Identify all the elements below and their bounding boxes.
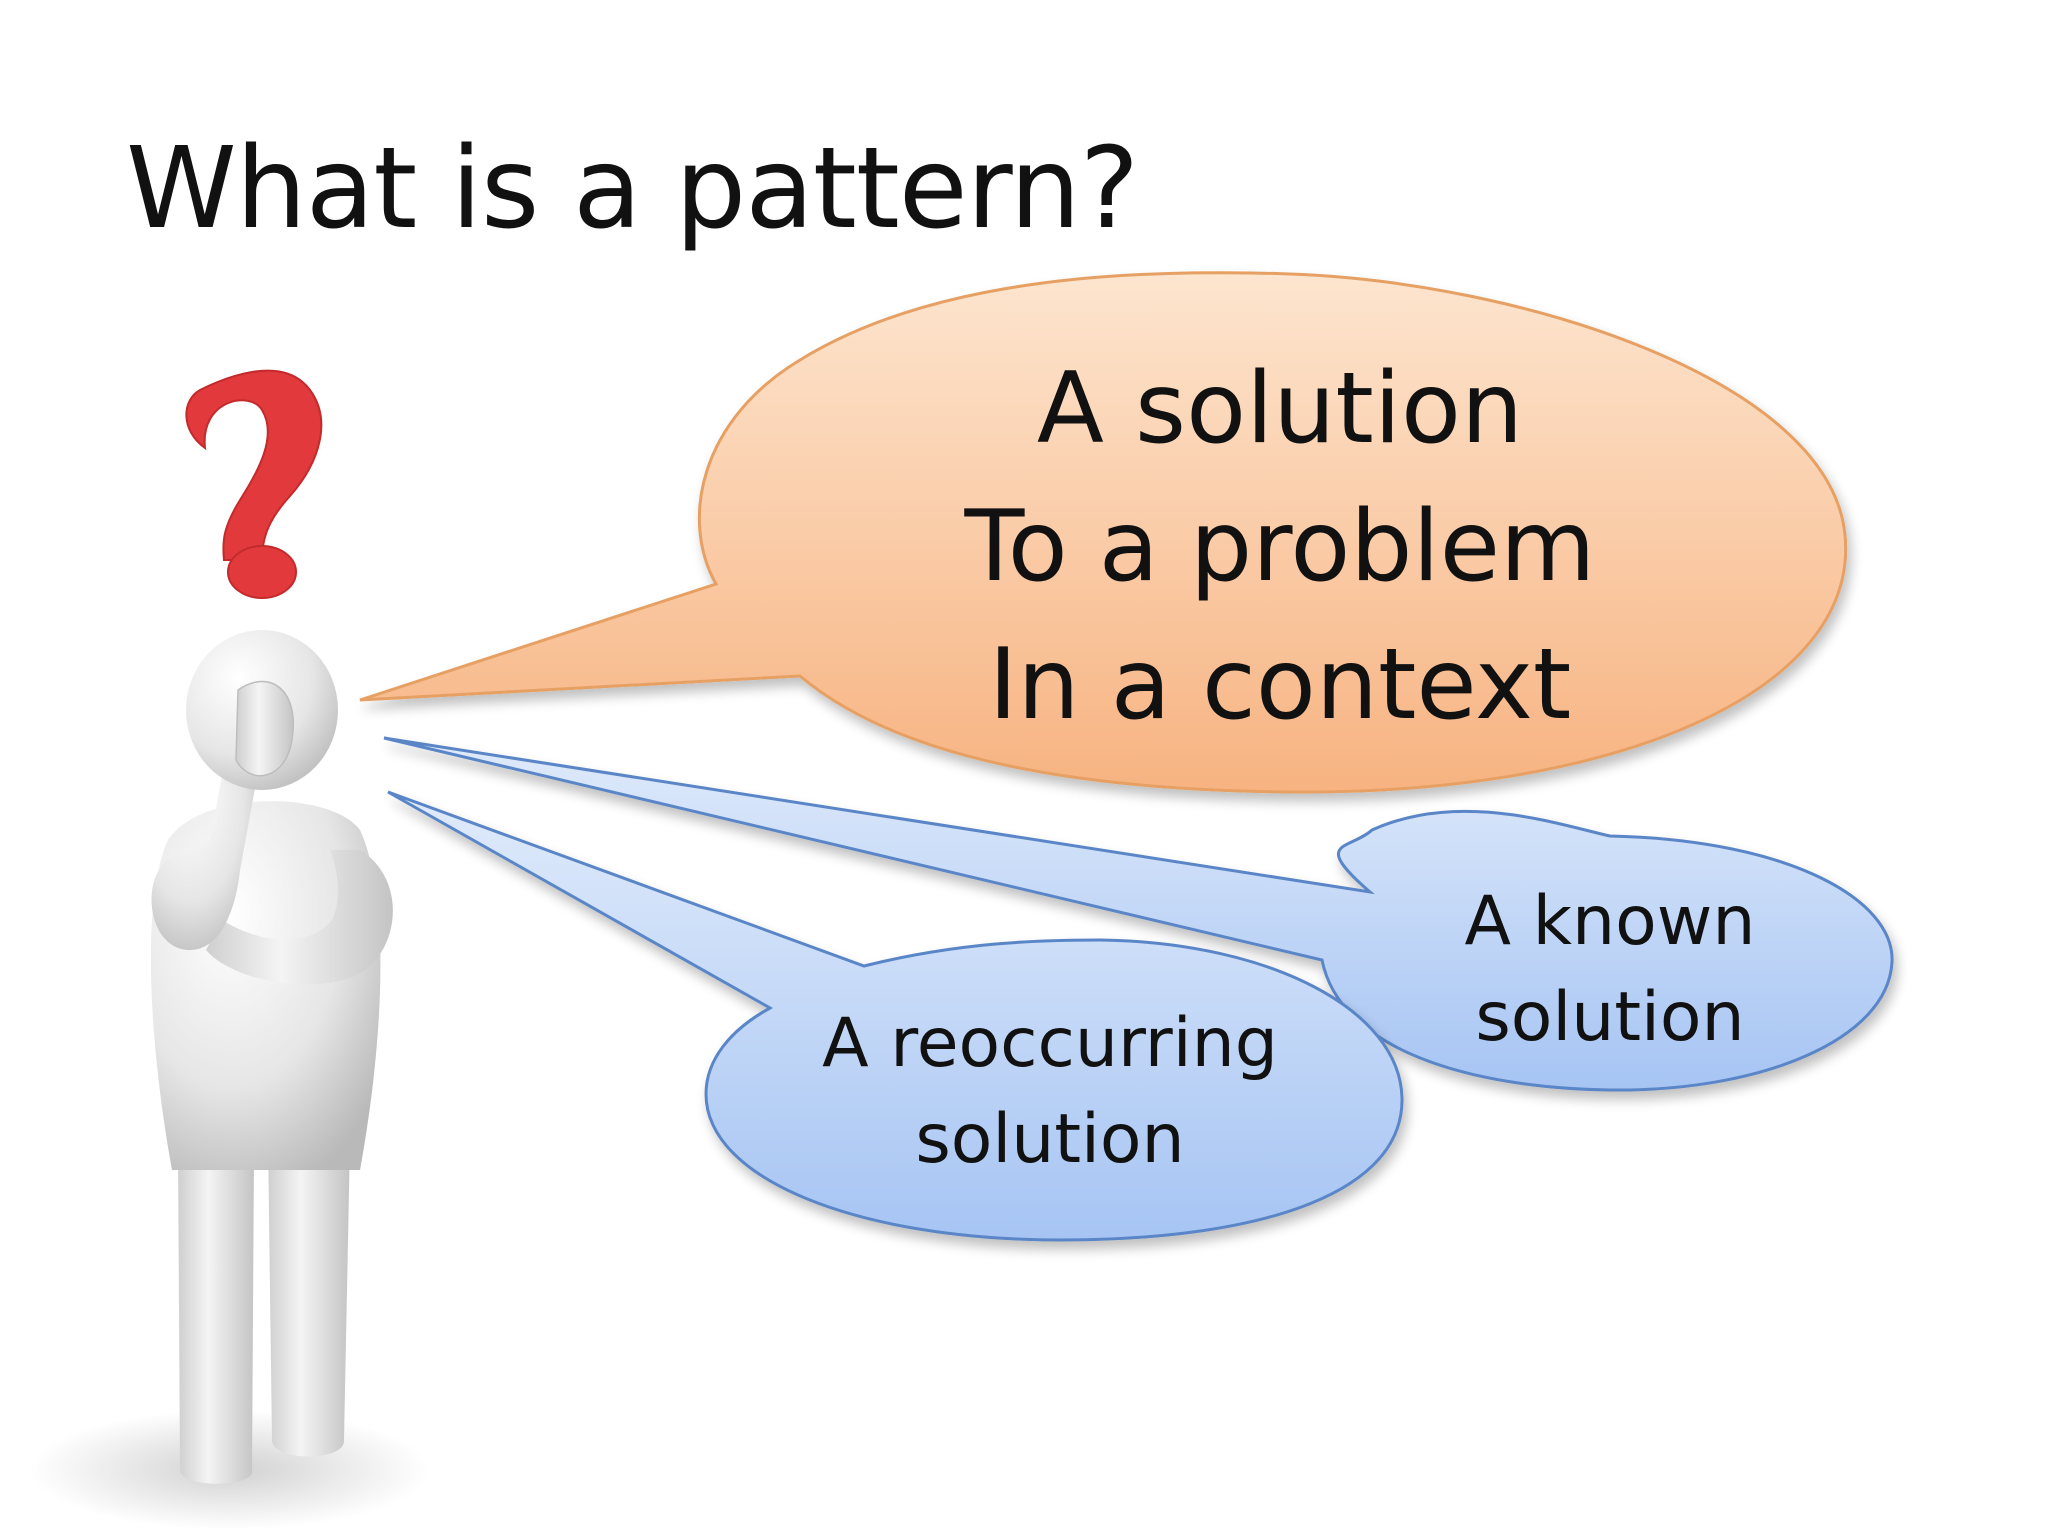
question-mark-icon (185, 369, 323, 599)
reoccurring-bubble-text: A reoccurring solution (780, 996, 1320, 1188)
main-bubble-text: A solution To a problem In a context (930, 340, 1630, 754)
thinking-person-icon (30, 369, 430, 1530)
reoccurring-bubble-line-2: solution (915, 1100, 1185, 1179)
main-bubble-line-1: A solution (1036, 352, 1524, 466)
main-speech-bubble (359, 271, 1848, 794)
main-bubble-line-3: In a context (988, 628, 1572, 742)
known-speech-bubble (383, 736, 1894, 1092)
main-bubble-line-2: To a problem (964, 490, 1596, 604)
known-bubble-line-1: A known (1464, 882, 1756, 961)
reoccurring-speech-bubble (387, 790, 1404, 1242)
reoccurring-bubble-line-1: A reoccurring (822, 1004, 1278, 1083)
slide-title: What is a pattern? (126, 124, 1139, 254)
known-bubble-text: A known solution (1400, 874, 1820, 1066)
known-bubble-line-2: solution (1475, 978, 1745, 1057)
